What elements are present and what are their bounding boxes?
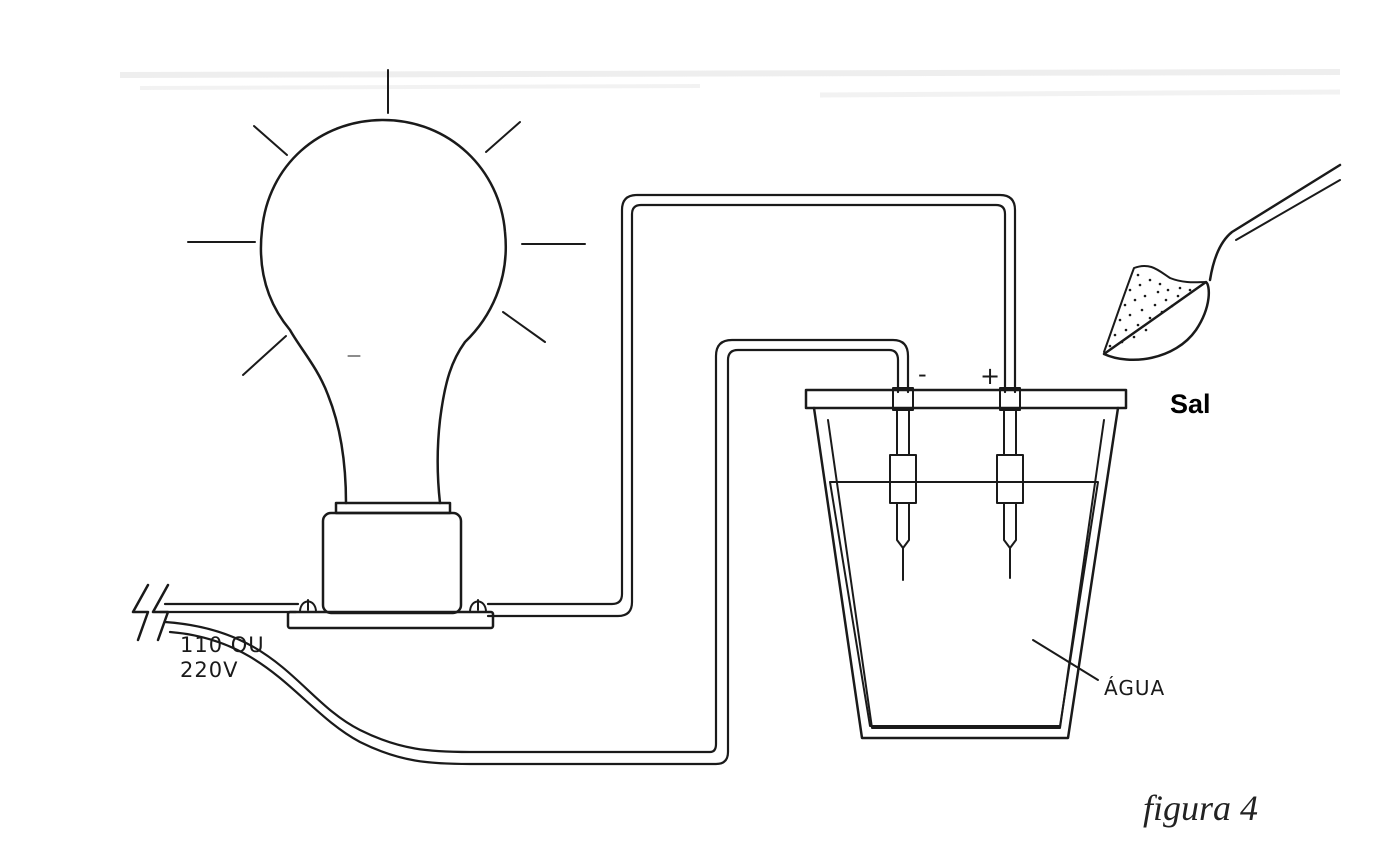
- voltage-label-line1: 110 OU: [180, 633, 265, 657]
- scan-noise: [119, 69, 1341, 98]
- electrode-positive: [996, 387, 1024, 579]
- salt-label: Sal: [1170, 389, 1211, 419]
- salt-grains: [1108, 273, 1192, 348]
- figure-caption: figura 4: [1143, 788, 1258, 828]
- spoon-with-salt: [1102, 163, 1342, 361]
- plus-sign: +: [980, 362, 1000, 390]
- minus-sign: -: [918, 360, 927, 388]
- light-rays: [187, 69, 586, 376]
- bulb-glass: [259, 118, 507, 505]
- water-label: ÁGUA: [1104, 676, 1165, 700]
- voltage-label-line2: 220V: [180, 658, 238, 682]
- electrode-negative: [889, 387, 917, 581]
- cup-body: [812, 406, 1120, 740]
- terminal-screws: [299, 599, 487, 613]
- light-bulb: [187, 69, 586, 630]
- water-cup: [804, 388, 1128, 740]
- bulb-neck: [334, 501, 452, 515]
- spoon-bowl: [1102, 280, 1211, 361]
- lamp-base-plate: [286, 610, 495, 630]
- water-surface: [829, 481, 1099, 727]
- spoon-handle: [1208, 163, 1342, 282]
- wires: [158, 193, 1017, 766]
- water-pointer-line: [1032, 639, 1099, 681]
- wire-lamp-to-positive: [486, 193, 1017, 606]
- salt-heap: [1103, 264, 1207, 353]
- wire-supply-to-negative: [163, 338, 910, 754]
- cup-inner-wall: [827, 419, 1105, 729]
- cup-lid: [804, 388, 1128, 410]
- lamp-socket: [321, 511, 463, 615]
